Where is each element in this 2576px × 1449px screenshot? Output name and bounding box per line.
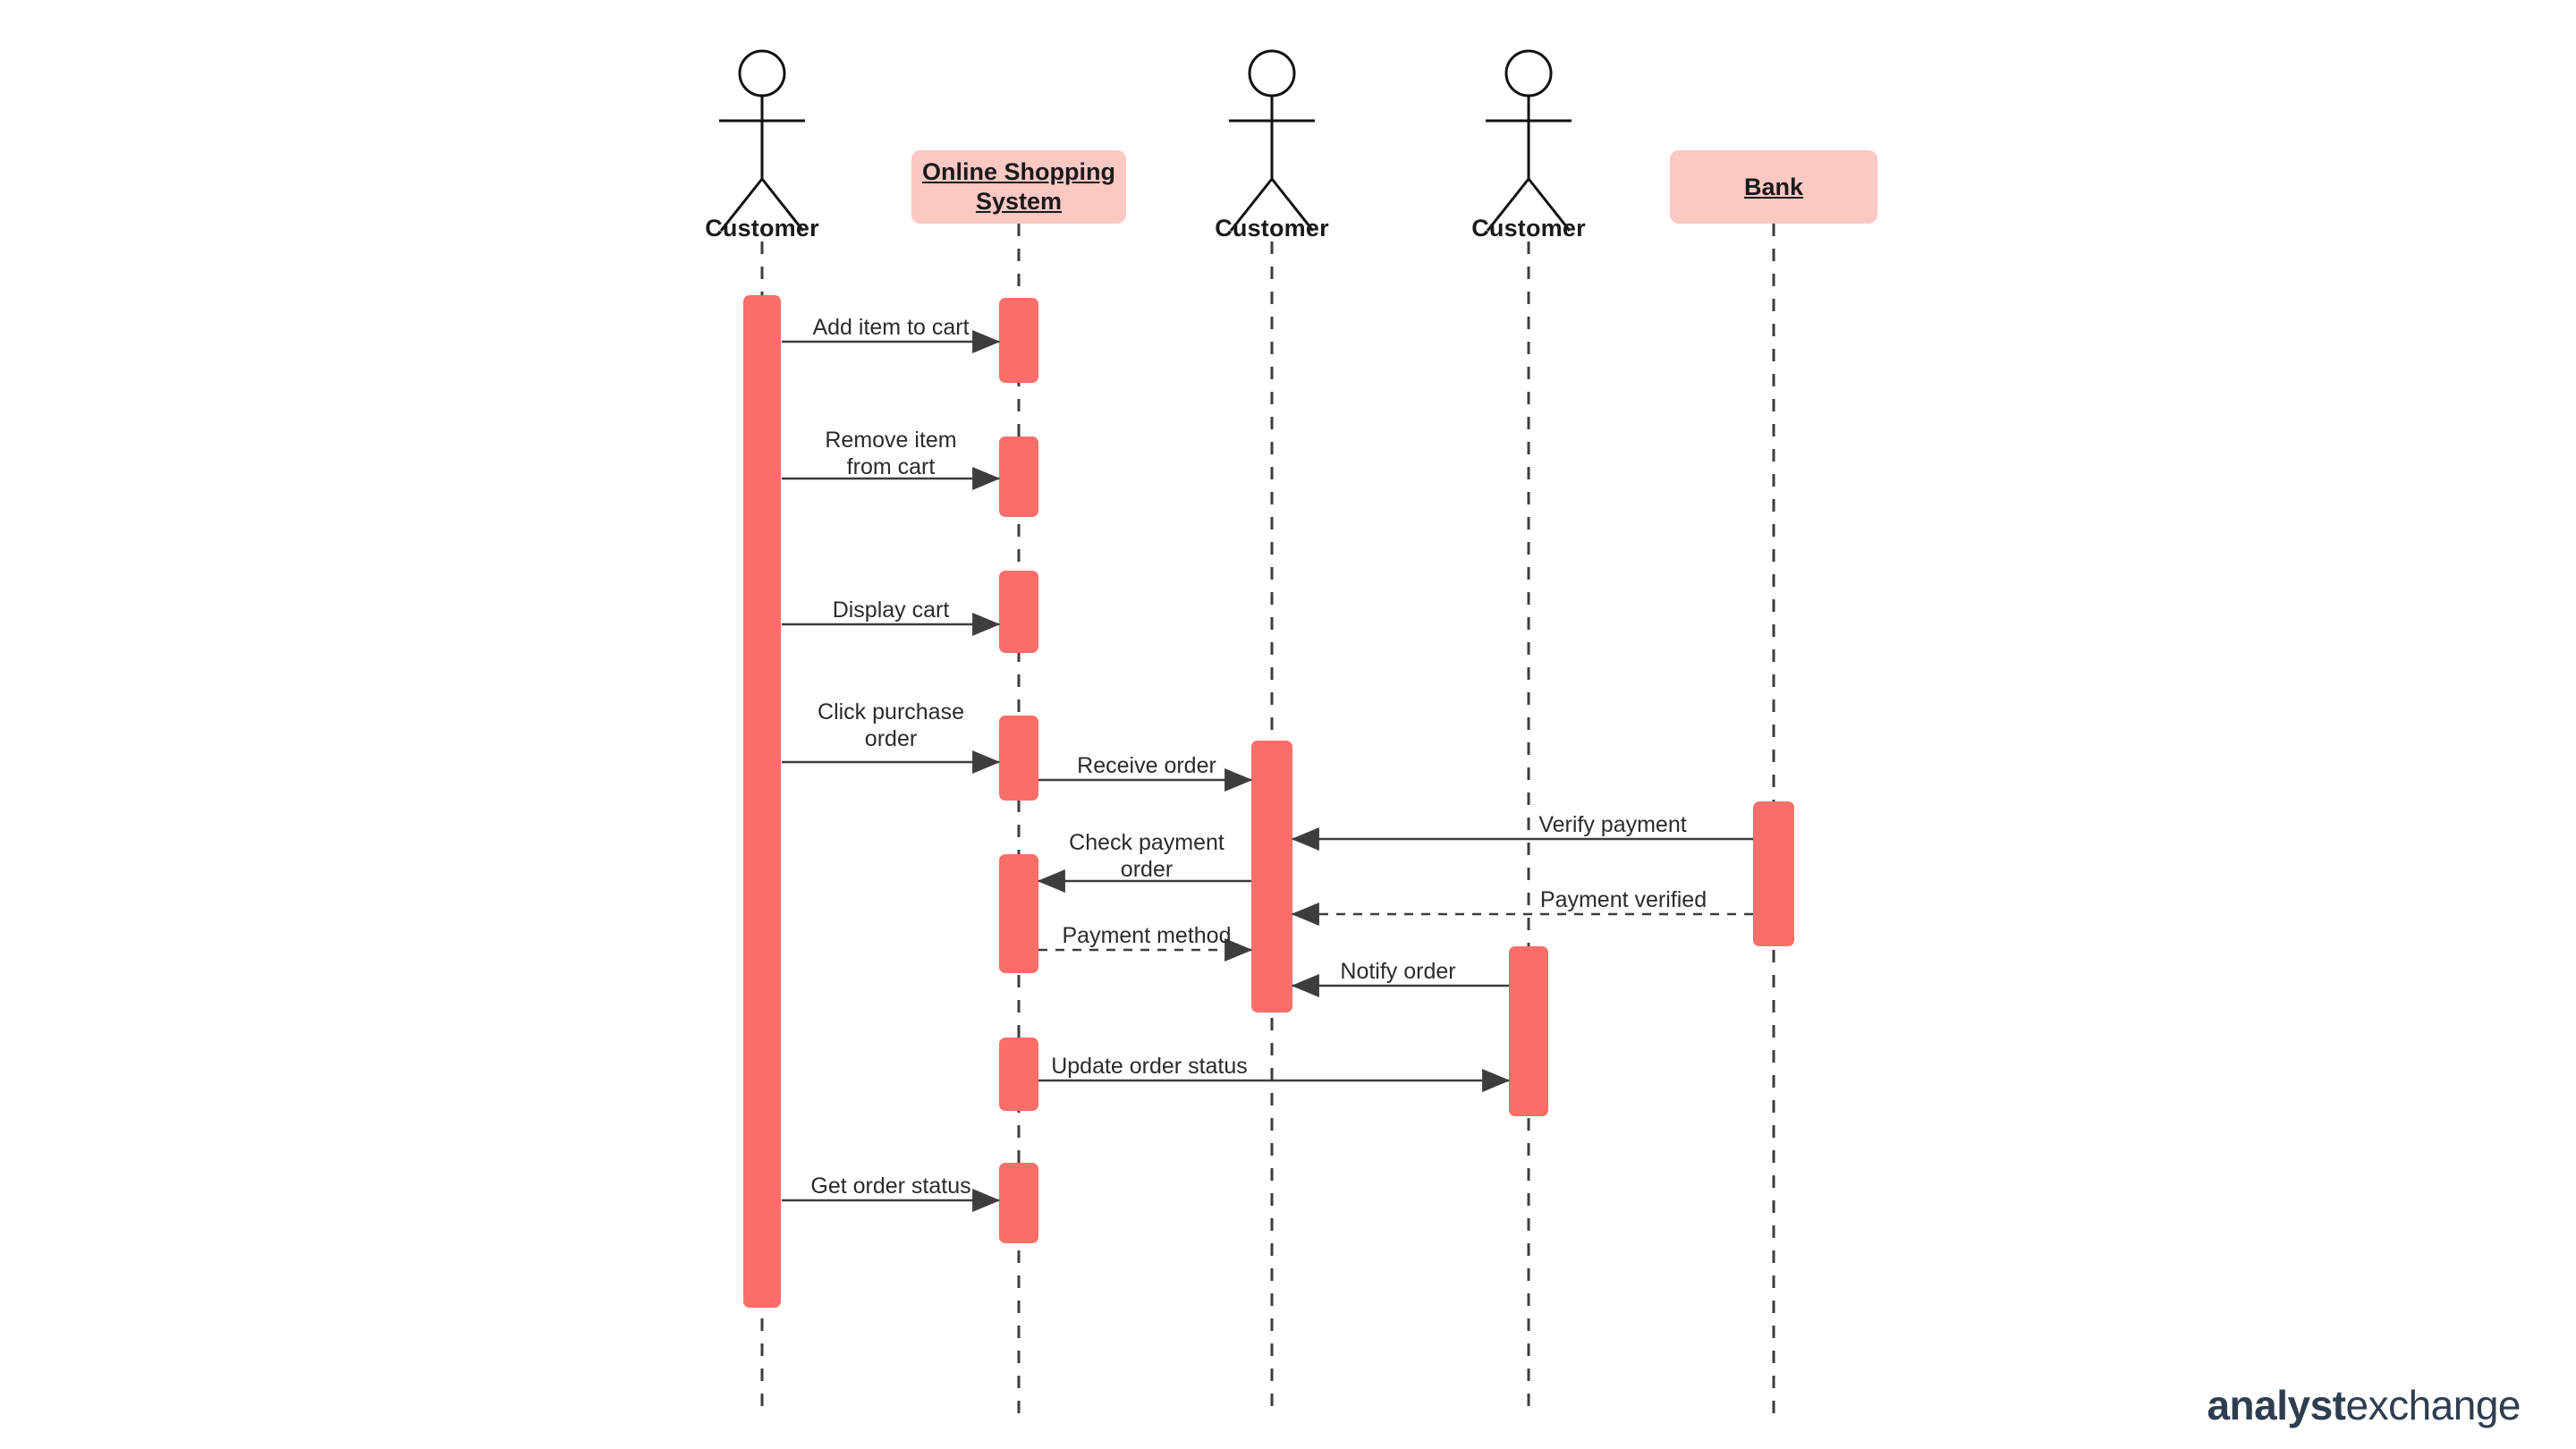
activation-bar-system-1[interactable] <box>999 298 1038 383</box>
participant-box-bank[interactable]: Bank <box>1670 150 1877 224</box>
activation-bar-customer3-9[interactable] <box>1509 946 1548 1116</box>
message-label-m8: Payment verified <box>1539 887 1707 912</box>
actor-figure-customer2 <box>1229 49 1315 232</box>
activation-bar-system-4[interactable] <box>999 716 1038 801</box>
message-label-m11: Update order status <box>1051 1054 1248 1079</box>
actor-figure-customer1 <box>719 49 805 232</box>
message-label-m5: Receive order <box>1077 753 1216 778</box>
lifeline-label-customer1: Customer <box>705 215 819 242</box>
activation-bar-system-6[interactable] <box>999 1038 1038 1111</box>
message-label-m6: Verify payment <box>1538 812 1687 837</box>
activation-bar-system-7[interactable] <box>999 1163 1038 1243</box>
message-label-m12: Get order status <box>810 1174 971 1199</box>
message-label-m1: Add item to cart <box>812 315 970 340</box>
activation-bar-system-3[interactable] <box>999 571 1038 653</box>
activation-bar-customer1-0[interactable] <box>743 295 781 1308</box>
activation-bar-bank-10[interactable] <box>1753 801 1794 946</box>
lifeline-label-customer3: Customer <box>1471 215 1586 242</box>
activation-bars-layer <box>743 295 1794 1308</box>
participant-label-bank: Bank <box>1743 173 1804 200</box>
analystexchange-logo: analystexchange <box>2207 1381 2521 1429</box>
activation-bar-system-5[interactable] <box>999 854 1038 973</box>
logo-bold-text: analyst <box>2207 1382 2346 1428</box>
lifeline-label-customer2: Customer <box>1215 215 1329 242</box>
message-label-m10: Notify order <box>1340 959 1456 984</box>
actor-figure-customer3 <box>1486 49 1572 232</box>
actor-figures-layer <box>719 49 1572 232</box>
message-label-m3: Display cart <box>832 597 950 623</box>
logo-regular-text: exchange <box>2345 1382 2521 1428</box>
message-label-m9: Payment method <box>1062 923 1232 948</box>
activation-bar-system-2[interactable] <box>999 436 1038 517</box>
activation-bar-customer2-8[interactable] <box>1251 741 1292 1013</box>
message-arrows-layer <box>782 330 1753 1212</box>
